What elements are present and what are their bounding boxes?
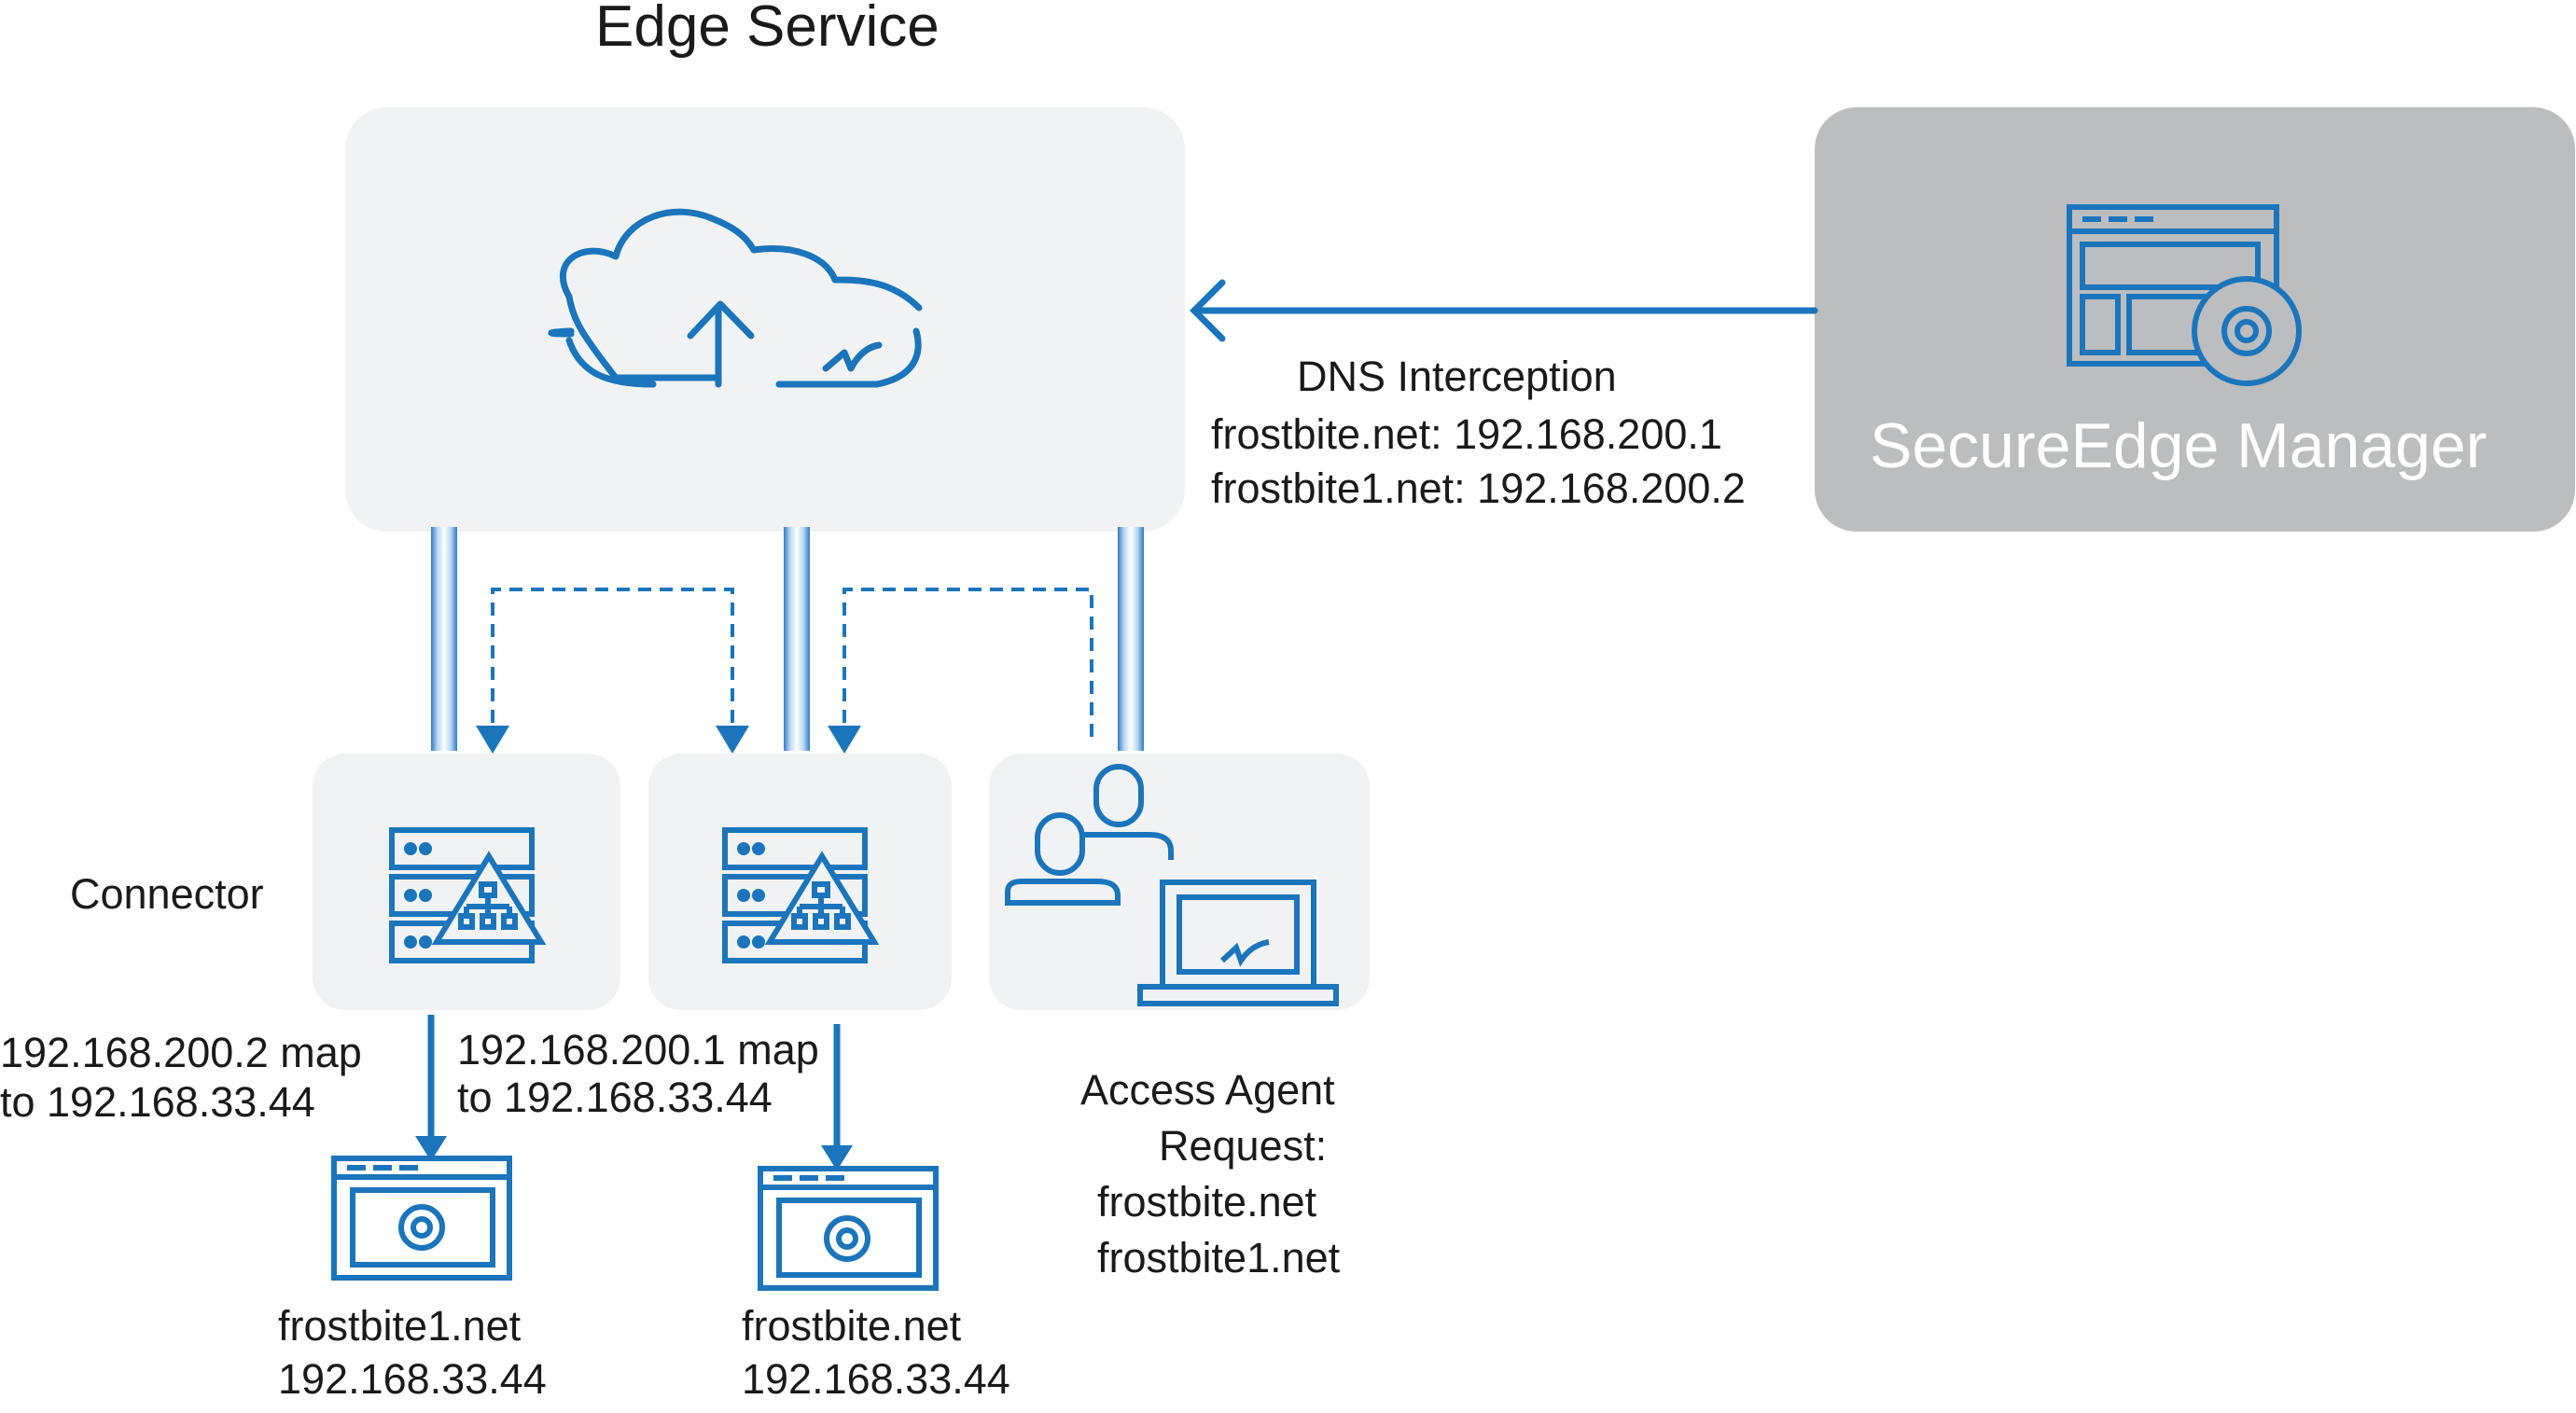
dns-arrow bbox=[1190, 279, 1818, 342]
edge-service-panel bbox=[345, 107, 1185, 532]
connector-network-icon bbox=[389, 827, 547, 963]
dns-mapping-frostbite: frostbite.net: 192.168.200.1 bbox=[1211, 410, 1722, 458]
cloud-upload-icon bbox=[548, 208, 923, 388]
connector-to-server-arrow bbox=[427, 1015, 841, 1147]
tunnel-connector-2 bbox=[784, 527, 810, 751]
mapping-left-line1: 192.168.200.2 map bbox=[0, 1029, 362, 1076]
arrowhead bbox=[828, 726, 861, 754]
dashed-route-1 bbox=[491, 588, 734, 723]
tunnel-connector-1 bbox=[431, 527, 457, 751]
arrowhead bbox=[821, 1145, 853, 1171]
connector-panel-2 bbox=[648, 754, 952, 1010]
access-agent-line2: Request: bbox=[1159, 1122, 1328, 1170]
mapping-left-line2: to 192.168.33.44 bbox=[0, 1078, 315, 1126]
dns-mapping-frostbite1: frostbite1.net: 192.168.200.2 bbox=[1211, 464, 1746, 512]
access-agent-line1: Access Agent bbox=[1080, 1066, 1335, 1114]
server-2-ip: 192.168.33.44 bbox=[742, 1355, 1010, 1403]
arrowhead bbox=[716, 726, 749, 754]
tunnel-access-agent bbox=[1118, 527, 1144, 751]
arrowhead bbox=[415, 1136, 447, 1161]
manager-label: SecureEdge Manager bbox=[1870, 410, 2487, 481]
connector-panel-1 bbox=[313, 754, 620, 1010]
mapping-right-line1: 192.168.200.1 map bbox=[457, 1026, 819, 1074]
server-1-ip: 192.168.33.44 bbox=[278, 1355, 547, 1403]
connector-network-icon bbox=[722, 827, 880, 963]
dashed-route-2 bbox=[842, 588, 1093, 737]
edge-service-title: Edge Service bbox=[595, 0, 940, 59]
web-app-gear-icon bbox=[331, 1156, 512, 1281]
web-app-gear-icon bbox=[758, 1166, 939, 1291]
server-2-name: frostbite.net bbox=[742, 1302, 962, 1350]
users-laptop-icon bbox=[1005, 764, 1339, 1006]
server-1-name: frostbite1.net bbox=[278, 1302, 522, 1350]
admin-console-gear-icon bbox=[2067, 204, 2302, 386]
mapping-right-line2: to 192.168.33.44 bbox=[457, 1074, 773, 1121]
arrowhead bbox=[476, 726, 509, 754]
access-agent-line4: frostbite1.net bbox=[1097, 1234, 1341, 1281]
dns-interception-heading: DNS Interception bbox=[1297, 353, 1617, 400]
connector-label: Connector bbox=[70, 870, 264, 918]
access-agent-line3: frostbite.net bbox=[1097, 1178, 1317, 1226]
